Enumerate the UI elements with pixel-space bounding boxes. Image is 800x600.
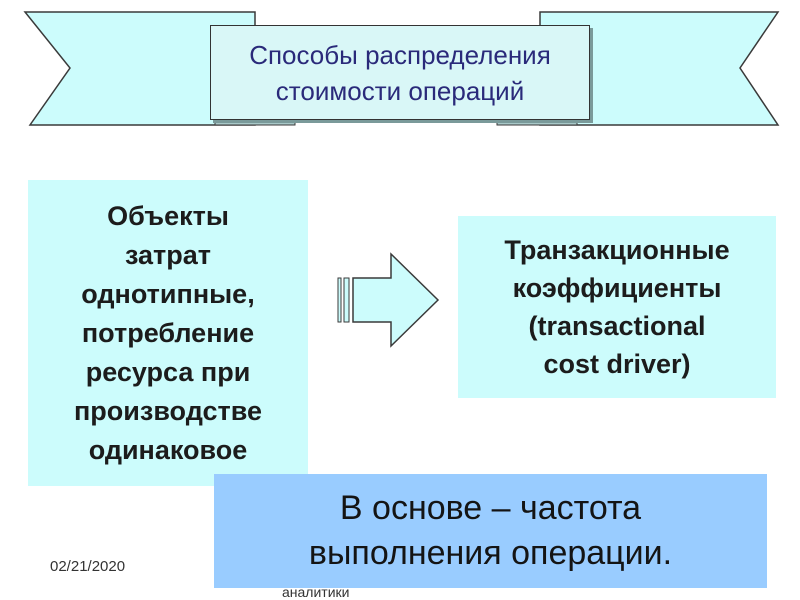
right-arrow-icon	[337, 252, 440, 348]
basis-box: В основе – частота выполнения операции.	[214, 474, 767, 588]
cost-objects-box: Объекты затрат однотипные, потребление р…	[28, 180, 308, 486]
bottom-line-2: выполнения операции.	[308, 534, 673, 572]
right-line: Транзакционные	[504, 235, 730, 265]
left-line: ресурса при	[85, 356, 251, 387]
banner-left-tail	[23, 11, 256, 126]
right-line: коэффициенты	[512, 273, 722, 303]
arrow-stripe	[337, 277, 342, 323]
transaction-drivers-box: Транзакционные коэффициенты (transaction…	[458, 216, 776, 398]
title-box: Способы распределения стоимости операций	[210, 25, 590, 120]
footer-partial-text: аналитики	[282, 584, 350, 600]
title-line-1: Способы распределения	[249, 39, 551, 70]
arrow-stripe	[343, 277, 350, 323]
arrow-body	[352, 252, 440, 348]
left-line: однотипные,	[81, 278, 255, 309]
left-line: Объекты	[107, 200, 229, 231]
title-line-2: стоимости операций	[275, 75, 525, 106]
footer-date: 02/21/2020	[50, 558, 126, 575]
left-line: производстве	[74, 395, 262, 426]
left-line: одинаковое	[88, 434, 248, 465]
left-line: затрат	[124, 239, 212, 270]
left-line: потребление	[81, 317, 255, 348]
right-line: (transactional	[528, 311, 706, 341]
bottom-line-1: В основе – частота	[339, 489, 642, 527]
right-line: cost driver)	[543, 349, 691, 379]
